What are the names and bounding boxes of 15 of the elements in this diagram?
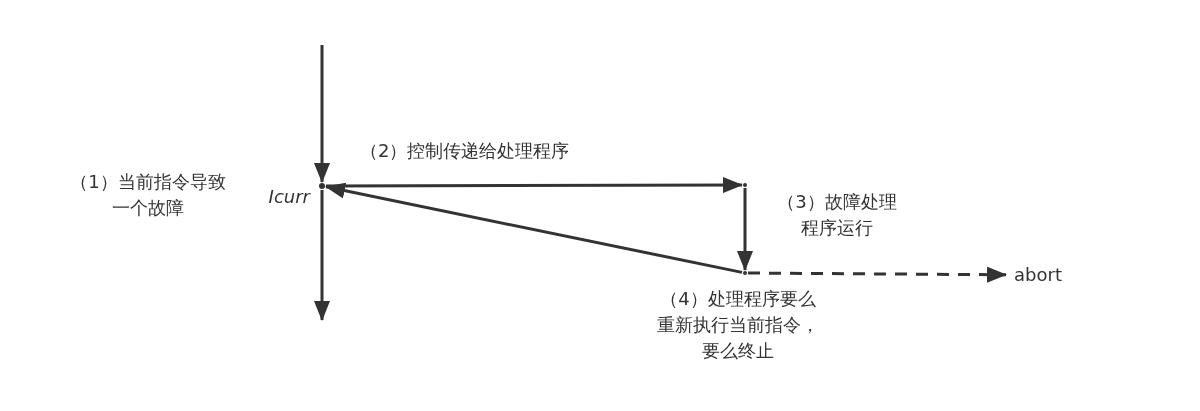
junction-dot: [743, 271, 747, 275]
step-label: （4）处理程序要么重新执行当前指令，要么终止: [656, 287, 820, 363]
junction-dot: [743, 183, 747, 187]
step-label: （1）当前指令导致一个故障: [69, 170, 227, 220]
end-label: abort: [1007, 262, 1069, 288]
arrow: [737, 188, 753, 271]
instruction-label: Icurr: [267, 185, 310, 209]
edge-label: （2）控制传递给处理程序: [360, 139, 571, 163]
arrow: [314, 45, 330, 183]
dashed-arrow: [748, 266, 1007, 283]
arrow: [314, 190, 330, 321]
edge-label: （3）故障处理程序运行: [776, 190, 898, 240]
arrow: [326, 177, 743, 194]
arrow: [325, 182, 743, 274]
junction-dot: [319, 183, 325, 189]
